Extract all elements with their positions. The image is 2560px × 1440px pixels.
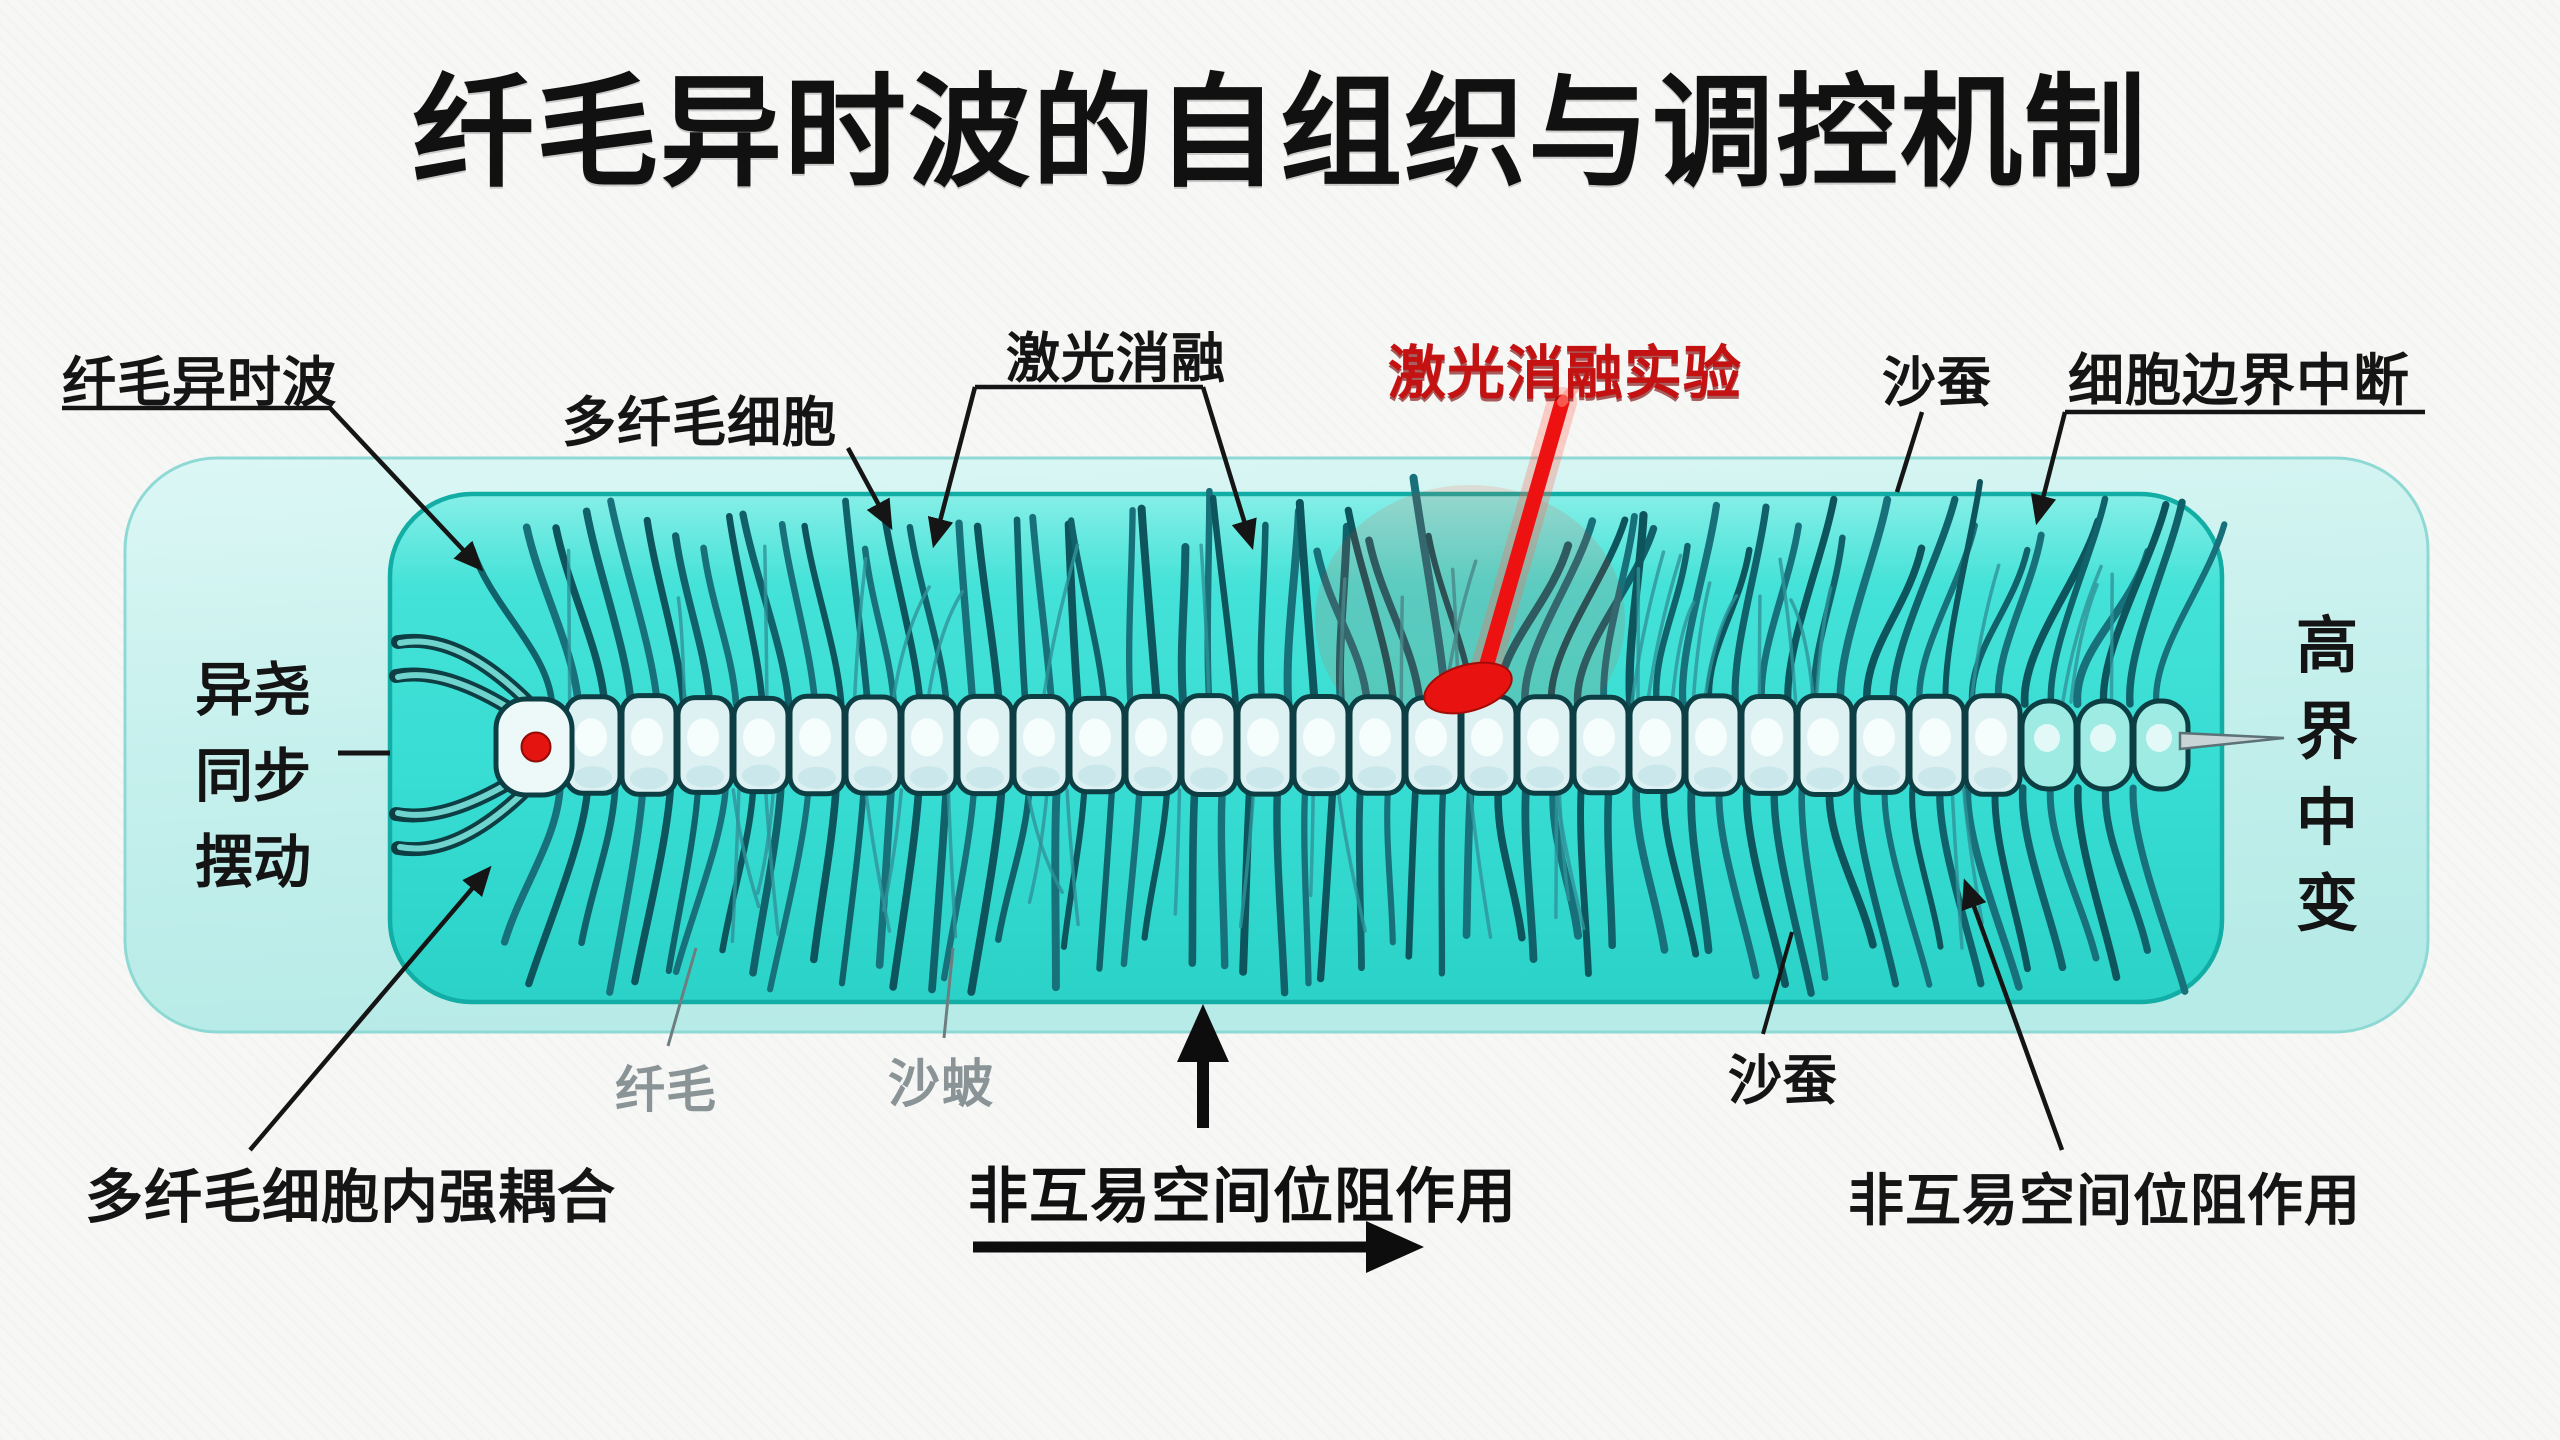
connector-strong-coupling — [248, 865, 492, 1152]
label-cilia-gray: 纤毛 — [615, 1062, 717, 1118]
label-laser-ablation: 激光消融 — [1006, 329, 1226, 389]
connector-laser-ablation-left — [927, 386, 978, 549]
label-nereid-gray: 沙蚾 — [888, 1056, 995, 1114]
label-sync-swing-line1: 异尧 — [194, 658, 311, 723]
label-multiciliated-cell: 多纤毛细胞 — [562, 393, 837, 453]
label-metachronal-wave: 纤毛异时波 — [62, 353, 337, 413]
label-nonreciprocal-right: 非互易空间位阻作用 — [1848, 1169, 2361, 1232]
label-laser-ablation-experiment: 激光消融实验 — [1388, 341, 1743, 406]
big-arrows — [973, 1004, 1424, 1273]
laser-glow — [1315, 485, 1625, 755]
connector-cell-boundary — [2030, 411, 2068, 526]
connector-multiciliated-cell — [846, 446, 893, 531]
label-boundary-vertical-char4: 变 — [2295, 870, 2358, 939]
connectors — [62, 384, 2425, 1152]
worm-head — [493, 696, 575, 798]
label-boundary-vertical-char3: 中 — [2295, 784, 2358, 853]
diagram-title: 纤毛异时波的自组织与调控机制 — [412, 65, 2148, 201]
laser-impact-spot — [1423, 661, 1513, 715]
label-sync-swing: 异尧 同步 摆动 — [140, 648, 366, 906]
label-cell-boundary-interruption: 细胞边界中断 — [2068, 349, 2410, 412]
connector-nereid-top — [1894, 411, 1925, 493]
connector-nonreciprocal-right — [1961, 878, 2065, 1151]
label-nonreciprocal-bold: 非互易空间位阻作用 — [968, 1163, 1517, 1230]
label-boundary-vertical-char2: 界 — [2295, 698, 2358, 767]
connector-laser-ablation-right — [1200, 386, 1257, 550]
laser-beam — [1469, 379, 1583, 689]
antennae — [389, 633, 543, 857]
label-nereid-top: 沙蚕 — [1882, 353, 1992, 413]
connector-cilia-gray — [666, 947, 698, 1047]
tail-spike — [2178, 731, 2285, 751]
label-sync-swing-line3: 摆动 — [194, 830, 311, 895]
head-eye-dot — [520, 731, 552, 763]
connector-nereid-bottom — [1761, 931, 1794, 1035]
label-strong-coupling: 多纤毛细胞内强耦合 — [85, 1165, 617, 1230]
label-boundary-vertical-char1: 高 — [2295, 612, 2358, 681]
label-boundary-vertical: 高 界 中 变 — [2290, 604, 2364, 948]
connector-nereid-gray — [942, 947, 955, 1039]
label-sync-swing-line2: 同步 — [194, 744, 311, 809]
connector-metachronal-wave — [62, 405, 484, 572]
worm-body-segments — [563, 693, 2191, 797]
label-nereid-bottom: 沙蚕 — [1728, 1051, 1838, 1111]
cilia-bottom — [500, 784, 2189, 997]
